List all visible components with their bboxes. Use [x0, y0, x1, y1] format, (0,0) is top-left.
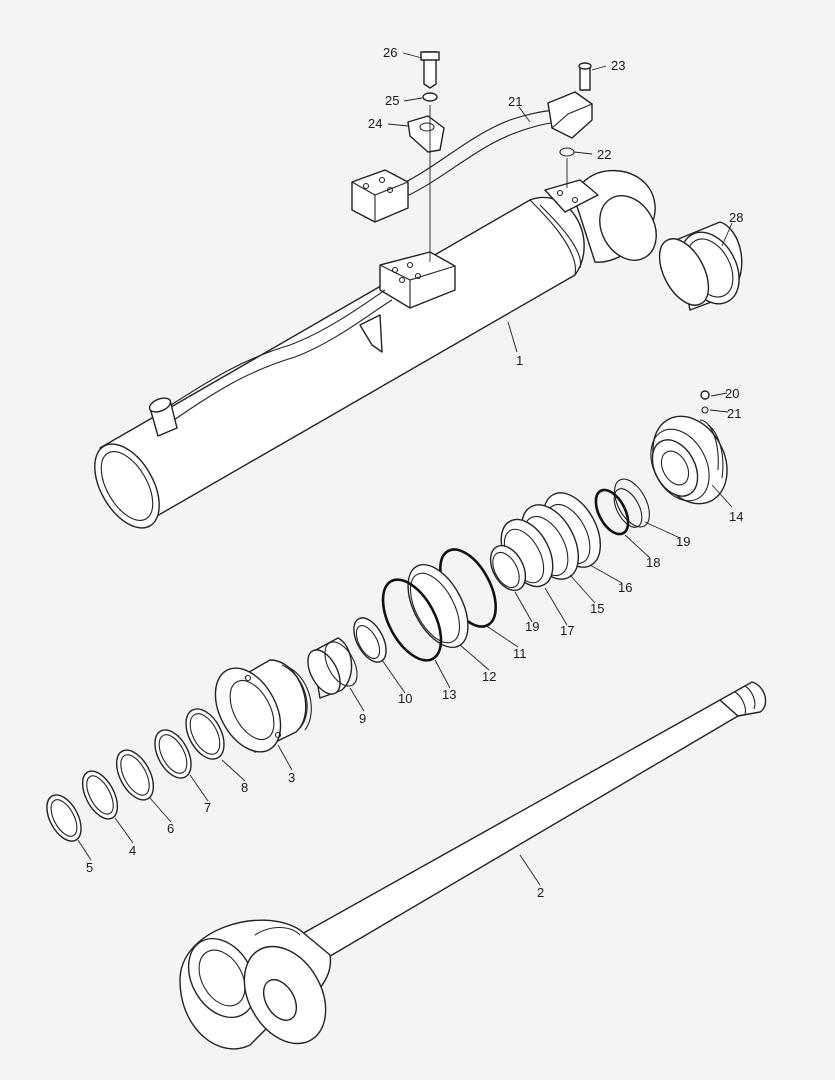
bushing-and-ring-9-10	[307, 617, 387, 699]
piston	[650, 390, 728, 505]
label-10: 10	[398, 691, 412, 706]
label-19-left: 19	[525, 619, 539, 634]
label-3: 3	[288, 770, 295, 785]
seal-pack	[489, 492, 602, 592]
rod-guide	[214, 659, 312, 753]
label-11: 11	[513, 646, 527, 661]
label-9: 9	[359, 711, 366, 726]
label-1: 1	[516, 353, 523, 368]
label-16: 16	[618, 580, 632, 595]
label-18: 18	[646, 555, 660, 570]
label-2: 2	[537, 885, 544, 900]
rings-11-13	[381, 548, 497, 662]
label-6: 6	[167, 821, 174, 836]
pipe-assembly	[351, 91, 593, 223]
label-17: 17	[560, 623, 574, 638]
label-12: 12	[482, 669, 496, 684]
label-22: 21	[508, 94, 522, 109]
piston-rod	[179, 681, 767, 1050]
label-26: 25	[385, 93, 399, 108]
label-13: 13	[442, 687, 456, 702]
label-20: 20	[725, 386, 739, 401]
label-24: 23	[611, 58, 625, 73]
label-14: 14	[729, 509, 743, 524]
seal-rings-left	[46, 708, 225, 842]
label-23: 22	[597, 147, 611, 162]
seal-rings-right	[594, 478, 650, 536]
label-15: 15	[590, 601, 604, 616]
label-28: 28	[729, 210, 743, 225]
label-7: 7	[204, 800, 211, 815]
cylinder-barrel	[94, 169, 657, 529]
clamp-and-bolt	[407, 51, 445, 262]
bushing	[658, 221, 743, 311]
label-27: 26	[383, 45, 397, 60]
label-21: 21	[727, 406, 741, 421]
part-labels: 26 25 24 21 23 22 28 1 20 21 14 19 18 16…	[86, 45, 743, 900]
label-19-right: 19	[676, 534, 690, 549]
leader-lines	[77, 52, 733, 886]
label-8: 8	[241, 780, 248, 795]
label-5: 5	[86, 860, 93, 875]
label-25: 24	[368, 116, 382, 131]
label-4: 4	[129, 843, 136, 858]
